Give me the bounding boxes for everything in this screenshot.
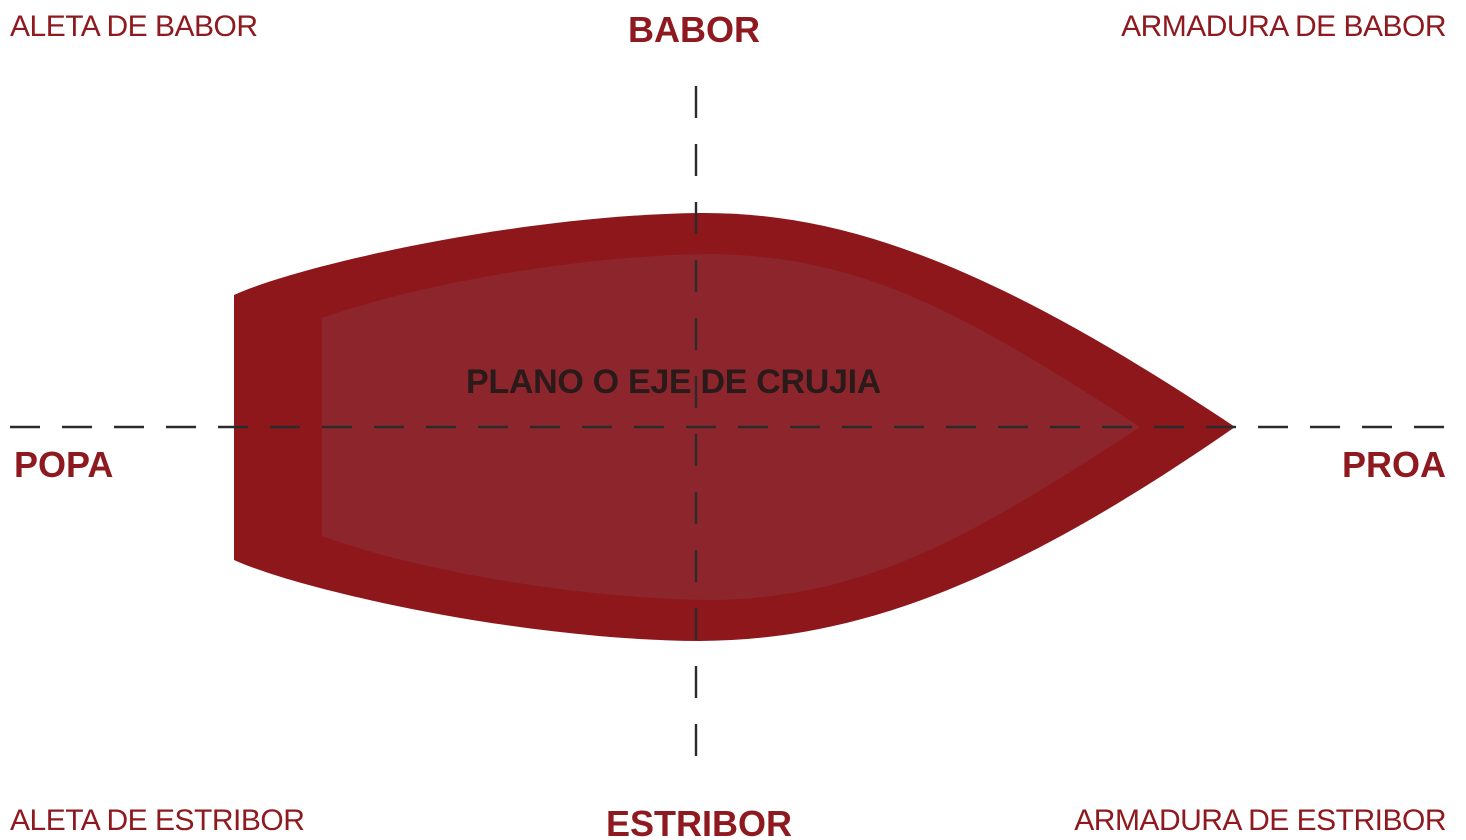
label-plano-crujia: PLANO O EJE DE CRUJIA <box>466 363 881 401</box>
label-armadura-estribor: ARMADURA DE ESTRIBOR <box>1074 804 1446 837</box>
label-aleta-babor: ALETA DE BABOR <box>10 10 258 43</box>
hull-inner-deck-shape <box>322 254 1140 600</box>
label-aleta-estribor: ALETA DE ESTRIBOR <box>10 804 305 837</box>
label-popa: POPA <box>14 444 114 485</box>
label-armadura-babor: ARMADURA DE BABOR <box>1121 10 1446 43</box>
label-proa: PROA <box>1341 444 1446 485</box>
label-estribor: ESTRIBOR <box>606 803 793 840</box>
label-babor: BABOR <box>628 9 760 50</box>
